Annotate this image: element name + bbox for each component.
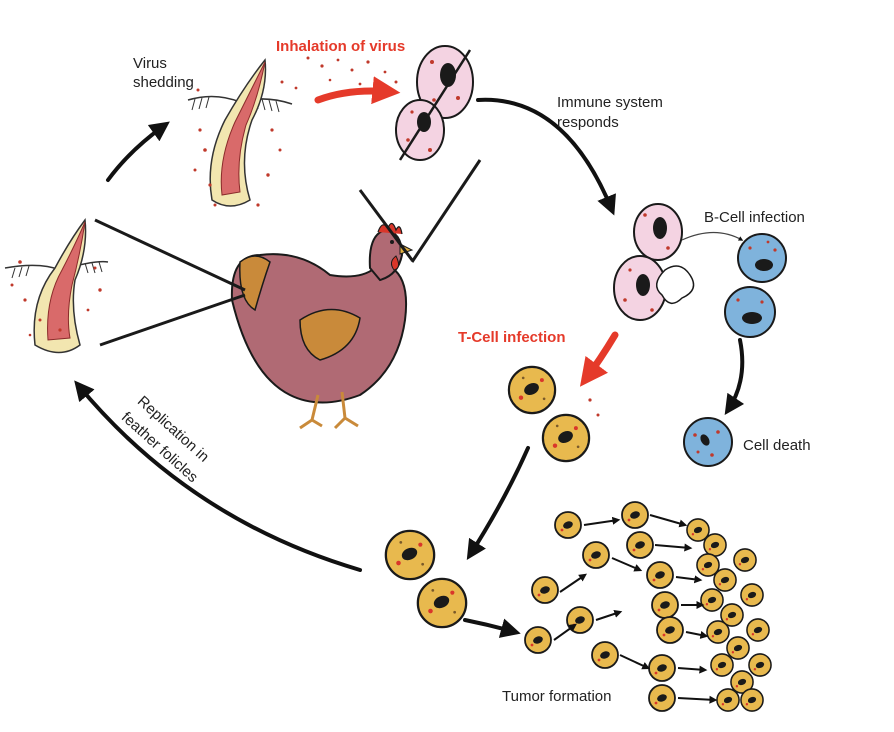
label-tumor-formation: Tumor formation — [502, 688, 612, 705]
label-t-cell-infection: T-Cell infection — [458, 329, 566, 346]
label-virus-shedding-line1: Virus — [133, 55, 167, 72]
label-immune-system-line2: responds — [557, 114, 619, 131]
feather-follicle-icon — [4, 58, 298, 354]
label-inhalation-of-virus: Inhalation of virus — [276, 38, 406, 55]
label-b-cell-infection: B-Cell infection — [704, 209, 805, 226]
b-cell-icon — [613, 203, 787, 467]
lung-epithelial-cells-icon — [395, 45, 474, 161]
label-immune-system-line1: Immune system — [557, 94, 663, 111]
chicken-icon — [230, 222, 414, 430]
tumor-cells-icon — [524, 501, 772, 712]
label-cell-death: Cell death — [743, 437, 811, 454]
label-virus-shedding-line2: shedding — [133, 74, 194, 91]
